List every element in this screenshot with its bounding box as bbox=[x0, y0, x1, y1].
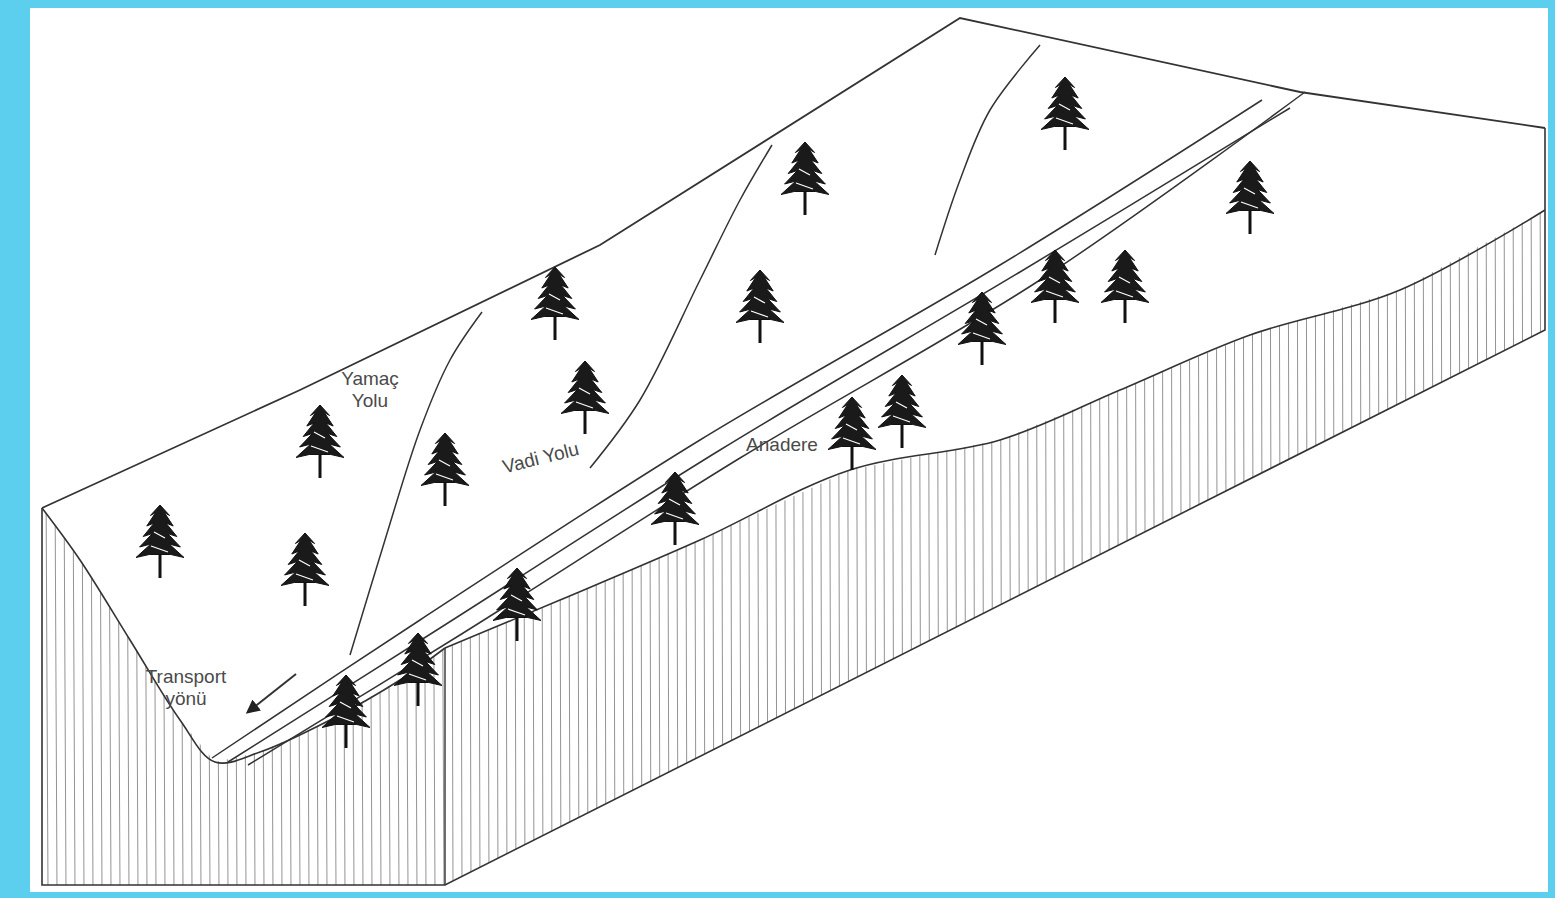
conifer-tree bbox=[493, 568, 541, 641]
conifer-tree bbox=[828, 397, 876, 470]
conifer-tree bbox=[651, 472, 699, 545]
outline bbox=[445, 210, 1545, 648]
conifer-tree bbox=[781, 142, 829, 215]
hatching bbox=[451, 150, 1542, 890]
outline bbox=[248, 92, 1305, 765]
outline bbox=[350, 312, 482, 655]
outline bbox=[42, 18, 1545, 508]
road-label: Anadere bbox=[732, 434, 832, 456]
conifer-tree bbox=[1226, 161, 1274, 234]
outline bbox=[42, 128, 1545, 885]
outline bbox=[42, 508, 445, 763]
conifer-tree bbox=[322, 675, 370, 748]
conifer-tree bbox=[958, 292, 1006, 365]
outline bbox=[935, 45, 1040, 255]
conifer-tree bbox=[136, 505, 184, 578]
outline bbox=[212, 100, 1262, 758]
conifer-tree bbox=[394, 633, 442, 706]
conifer-tree bbox=[736, 270, 784, 343]
conifer-trees bbox=[136, 77, 1274, 748]
conifer-tree bbox=[296, 405, 344, 478]
conifer-tree bbox=[561, 361, 609, 434]
road-label: Yamaç Yolu bbox=[330, 368, 410, 412]
outline bbox=[248, 674, 296, 712]
conifer-tree bbox=[878, 375, 926, 448]
conifer-tree bbox=[281, 533, 329, 606]
conifer-tree bbox=[1041, 77, 1089, 150]
conifer-tree bbox=[421, 433, 469, 506]
conifer-tree bbox=[531, 267, 579, 340]
outline bbox=[228, 108, 1290, 762]
conifer-tree bbox=[1031, 250, 1079, 323]
outline bbox=[444, 648, 445, 885]
road-label: Transport yönü bbox=[130, 666, 242, 710]
conifer-tree bbox=[1101, 250, 1149, 323]
